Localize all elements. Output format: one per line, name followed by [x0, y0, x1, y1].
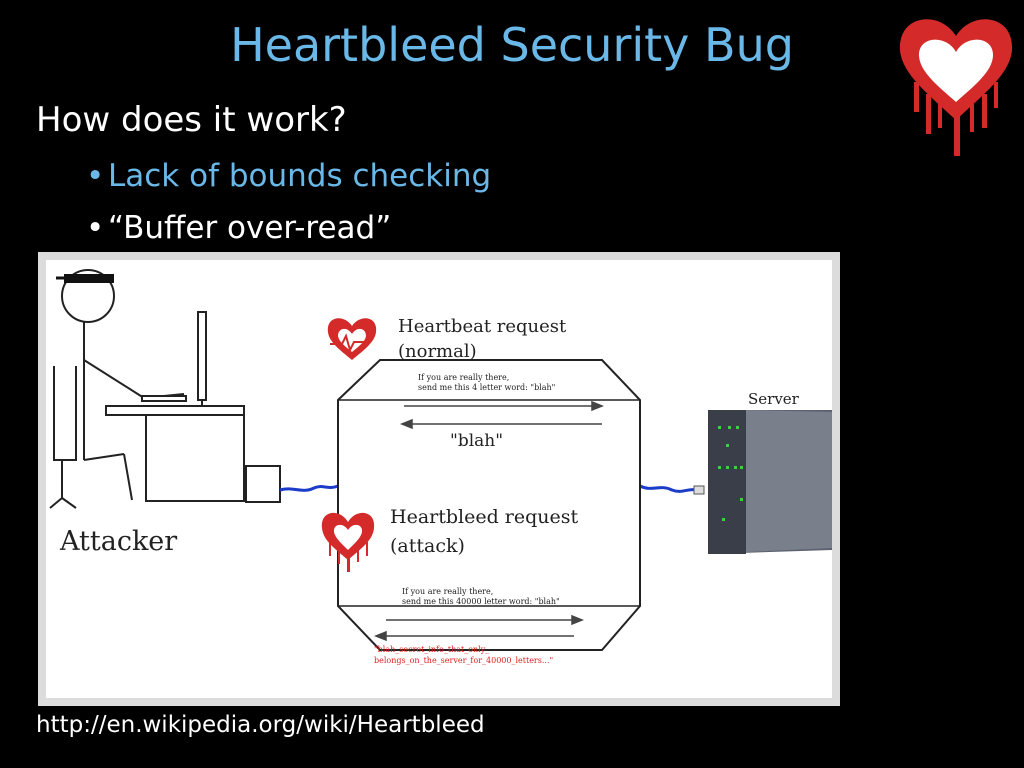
bullet-dot: • — [86, 210, 105, 246]
subheading: How does it work? — [36, 100, 347, 140]
diagram-canvas: Attacker Heartbeat request (normal) If y — [49, 269, 832, 665]
normal-message-line2: send me this 4 letter word: "blah" — [418, 383, 555, 392]
attacker-cable — [279, 484, 339, 492]
bullet-text: “Buffer over-read” — [108, 210, 392, 246]
server-plug — [693, 485, 705, 495]
attacker-label: Attacker — [59, 526, 177, 557]
source-link[interactable]: http://en.wikipedia.org/wiki/Heartbleed — [36, 712, 485, 738]
server-tower-icon — [708, 410, 832, 554]
server-cable — [639, 484, 697, 493]
bullet-item: •Lack of bounds checking — [86, 158, 491, 194]
heartbeat-heart-icon — [327, 318, 377, 360]
attack-response-line1: "blah_secret_info_that_only_ — [374, 645, 489, 654]
slide-title: Heartbleed Security Bug — [230, 18, 794, 72]
normal-request-subtitle: (normal) — [398, 341, 477, 362]
attack-request-subtitle: (attack) — [390, 535, 465, 557]
normal-response-text: "blah" — [450, 431, 503, 451]
attack-response-line2: belongs_on_the_server_for_40000_letters.… — [374, 656, 553, 665]
server-label: Server — [748, 390, 800, 408]
normal-request-title: Heartbeat request — [398, 316, 567, 337]
bullet-dot: • — [86, 158, 105, 194]
attack-response-arrow — [373, 630, 574, 642]
normal-response-arrow — [399, 418, 602, 430]
heartbleed-heart-icon — [321, 512, 375, 572]
attack-request-title: Heartbleed request — [390, 506, 579, 528]
bullet-item: •“Buffer over-read” — [86, 210, 391, 246]
heartbleed-diagram-frame: Attacker Heartbeat request (normal) If y — [38, 252, 840, 706]
attack-message-line1: If you are really there, — [402, 587, 493, 596]
bleeding-heart-icon — [899, 19, 1013, 156]
attacker-figure — [49, 269, 185, 509]
attacker-computer — [105, 311, 281, 503]
attack-message-line2: send me this 40000 letter word: "blah" — [402, 597, 560, 606]
heartbleed-diagram: Attacker Heartbeat request (normal) If y — [46, 260, 832, 698]
attack-request-arrow — [386, 614, 585, 626]
normal-request-arrow — [404, 400, 605, 412]
bullet-text: Lack of bounds checking — [108, 158, 492, 194]
normal-message-line1: If you are really there, — [418, 373, 509, 382]
